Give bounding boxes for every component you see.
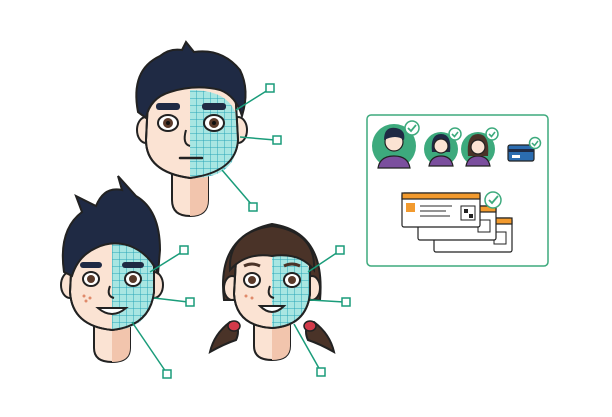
avatar-woman-1 [424, 127, 462, 167]
marker-square-icon [341, 297, 351, 307]
girl-hair [228, 224, 316, 273]
check-icon [485, 127, 499, 141]
man-connectors [221, 83, 282, 212]
check-icon [484, 191, 502, 209]
marker-square-icon [265, 83, 275, 93]
avatar-man [372, 120, 420, 169]
boy-connectors [131, 245, 195, 379]
subject-man [135, 40, 282, 218]
marker-square-icon [248, 202, 258, 212]
man-hair [135, 40, 247, 120]
girl-connectors [293, 245, 351, 377]
verification-panel [366, 114, 549, 267]
marker-square-icon [335, 245, 345, 255]
id-card-icon [507, 136, 542, 162]
boy-hair [61, 175, 162, 278]
document-front [401, 192, 481, 228]
subject-girl [208, 222, 351, 377]
document-stack [401, 191, 513, 253]
marker-square-icon [185, 297, 195, 307]
marker-square-icon [179, 245, 189, 255]
marker-square-icon [272, 135, 282, 145]
check-icon [404, 120, 420, 136]
avatar-woman-2 [461, 127, 499, 167]
marker-square-icon [316, 367, 326, 377]
check-icon [448, 127, 462, 141]
check-icon [528, 136, 542, 150]
marker-square-icon [162, 369, 172, 379]
